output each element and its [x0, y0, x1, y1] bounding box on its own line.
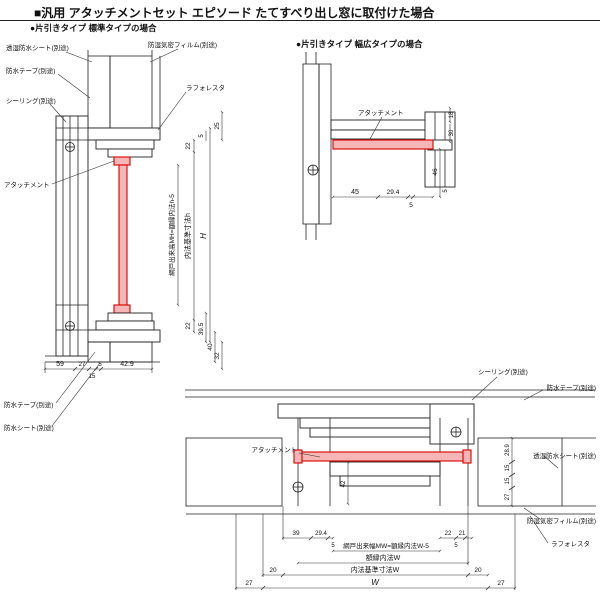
dim-39-5: 39.5: [198, 322, 205, 335]
wall-dim-lines: [508, 436, 516, 508]
right-subtitle: ●片引きタイプ 幅広タイプの場合: [296, 39, 423, 49]
label-moisture-sheet: 透湿防水シート(別途): [533, 451, 596, 460]
dim-22-top: 22: [185, 142, 192, 150]
label-sealing-bottom: シーリング(別途): [478, 367, 528, 376]
page-title: ■汎用 アタッチメントセット エピソード たてすべり出し窓に取付けた場合: [34, 6, 435, 20]
dim-22b: 22: [445, 531, 452, 537]
label-water-tape: 防水テープ(別途): [547, 383, 596, 392]
left-dim-lines: [43, 110, 224, 373]
label-vapor-film: 防湿気密フィルム(別途): [148, 40, 217, 49]
dim-42-9: 42.9: [120, 361, 134, 368]
left-subtitle: ●片引きタイプ 標準タイプの場合: [30, 23, 157, 33]
label-attachment-bottom: アタッチメント: [252, 445, 298, 454]
dim-27-right: 27: [497, 580, 505, 587]
left-drawing: 25 5 22 網戸出来高MH=額縁内法h-5 内法基準寸法h H 22 39.…: [4, 40, 225, 432]
dim-18: 18: [449, 111, 455, 118]
attachment-bar-right: [332, 139, 434, 150]
dim-29-4b: 29.4: [315, 531, 327, 537]
dim-39: 39: [292, 530, 300, 537]
dim-5b: 5: [443, 189, 449, 193]
dim-W: W: [371, 578, 380, 587]
dim-screen-width: 網戸出来高MH=額縁内法h-5: [167, 194, 176, 276]
label-moisture-sheet-top: 透湿防水シート(別途): [6, 43, 69, 52]
label-water-tape-top: 防水テープ(別途): [6, 66, 55, 75]
attachment-profile-top: [113, 156, 131, 166]
dim-15a: 15: [505, 464, 511, 471]
label-attachment: アタッチメント: [4, 180, 50, 189]
dim-40: 40: [207, 343, 214, 351]
dim-27-left: 27: [245, 580, 253, 587]
right-dim-lines: [331, 106, 452, 200]
wall-hatch-right-plan: [477, 437, 596, 507]
dim-naiho-h: 内法基準寸法h: [183, 213, 192, 259]
dim-25: 25: [214, 122, 221, 130]
wall-hatch-left-plan: [185, 437, 283, 507]
label-vapor-film-bottom: 防湿気密フィルム(別途): [527, 516, 596, 525]
dim-22-bottom: 22: [185, 322, 192, 330]
dim-15: 15: [89, 374, 96, 380]
dim-20-right: 20: [474, 567, 482, 574]
dim-21: 21: [459, 531, 466, 537]
dim-46: 46: [432, 168, 439, 176]
dim-30: 30: [449, 129, 455, 136]
bottom-drawing: シーリング(別途) 防水テープ(別途) アタッチメント 透湿防水シート(別途) …: [185, 367, 596, 591]
title-underline: [0, 20, 600, 21]
dim-screen-width-w: 網戸出来幅MW=額縁内法W-5: [343, 541, 429, 550]
dim-gakubuchi-w: 額縁内法W: [366, 553, 401, 562]
label-sealing: シーリング(別途): [6, 96, 56, 105]
dim-5-bottom: 5: [98, 362, 102, 368]
dim-5-left: 5: [331, 543, 335, 549]
existing-frame: [55, 115, 89, 357]
bottom-dim-lines: [234, 506, 517, 591]
label-attachment-right: アタッチメント: [358, 108, 404, 117]
attachment-glass-bar: [118, 164, 128, 306]
label-water-sheet-bottom: 防水シート(別途): [4, 423, 54, 432]
left-leader-lines: [49, 48, 187, 427]
wall-hatch-top: [87, 50, 161, 129]
dim-15b: 15: [505, 477, 511, 484]
label-laforesta-bottom: ラフォレスタ: [551, 539, 590, 548]
dim-H: H: [199, 233, 208, 239]
anchor-symbol: [450, 426, 462, 438]
dim-32: 32: [214, 352, 221, 360]
dim-45: 45: [351, 189, 359, 196]
anchor-symbol: [65, 321, 75, 331]
dim-59: 59: [56, 361, 64, 368]
dim-naiho-w: 内法基準寸法W: [351, 565, 400, 574]
leader-line: [369, 116, 383, 140]
anchor-symbol: [65, 142, 75, 152]
wall-hatch-right: [302, 52, 332, 240]
attachment-profile-bottom: [113, 304, 131, 314]
attachment-bar-bottom: [301, 451, 464, 462]
dim-5: 5: [409, 202, 413, 209]
dim-20-left: 20: [269, 567, 277, 574]
label-laforesta: ラフォレスタ: [186, 83, 225, 92]
dim-28-9: 28.9: [505, 444, 511, 456]
right-drawing: アタッチメント 45 29.4 5 46 5 18 30: [302, 52, 456, 240]
dim-5-top: 5: [199, 134, 205, 138]
attachment-end-right: [462, 449, 472, 464]
dim-5-right: 5: [454, 543, 458, 549]
anchor-symbol: [307, 164, 319, 176]
interior-band: [185, 389, 595, 445]
dim-29-4: 29.4: [387, 189, 400, 196]
label-water-tape-bottom: 防水テープ(別途): [4, 400, 53, 409]
dim-27w: 27: [505, 493, 511, 500]
anchor-symbol: [292, 481, 304, 493]
dim-42: 42: [341, 480, 347, 487]
bottom-leader-lines: [298, 376, 559, 544]
dim-27: 27: [79, 362, 86, 368]
